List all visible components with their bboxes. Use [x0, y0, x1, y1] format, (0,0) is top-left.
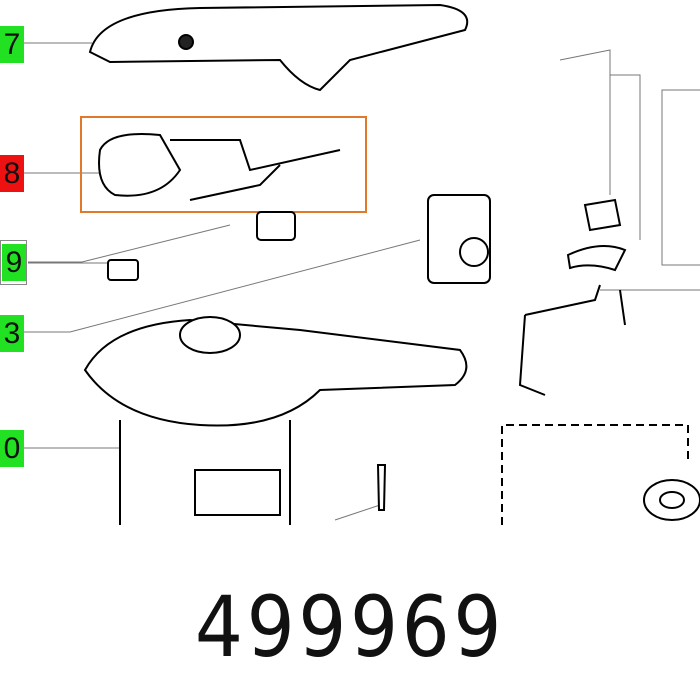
part-small-components: [107, 194, 627, 396]
callout-9[interactable]: 9: [2, 244, 26, 281]
part-housing: [83, 316, 468, 525]
callout-label: 7: [3, 27, 21, 61]
highlight-box: [80, 116, 367, 213]
callout-label: 9: [5, 245, 23, 279]
callout-3[interactable]: 3: [0, 315, 24, 352]
part-cover: [88, 3, 469, 92]
part-circuit-board: [98, 133, 341, 201]
callout-label: 8: [3, 156, 21, 190]
callout-8[interactable]: 8: [0, 155, 24, 192]
callout-label: 0: [3, 431, 21, 465]
callout-label: 3: [3, 316, 21, 350]
leader-lines: [24, 42, 700, 521]
callout-0[interactable]: 0: [0, 430, 24, 467]
part-number: 499969: [194, 578, 506, 676]
callout-7[interactable]: 7: [0, 26, 24, 63]
callout-9-frame: [0, 240, 27, 285]
part-bearing: [501, 424, 700, 525]
